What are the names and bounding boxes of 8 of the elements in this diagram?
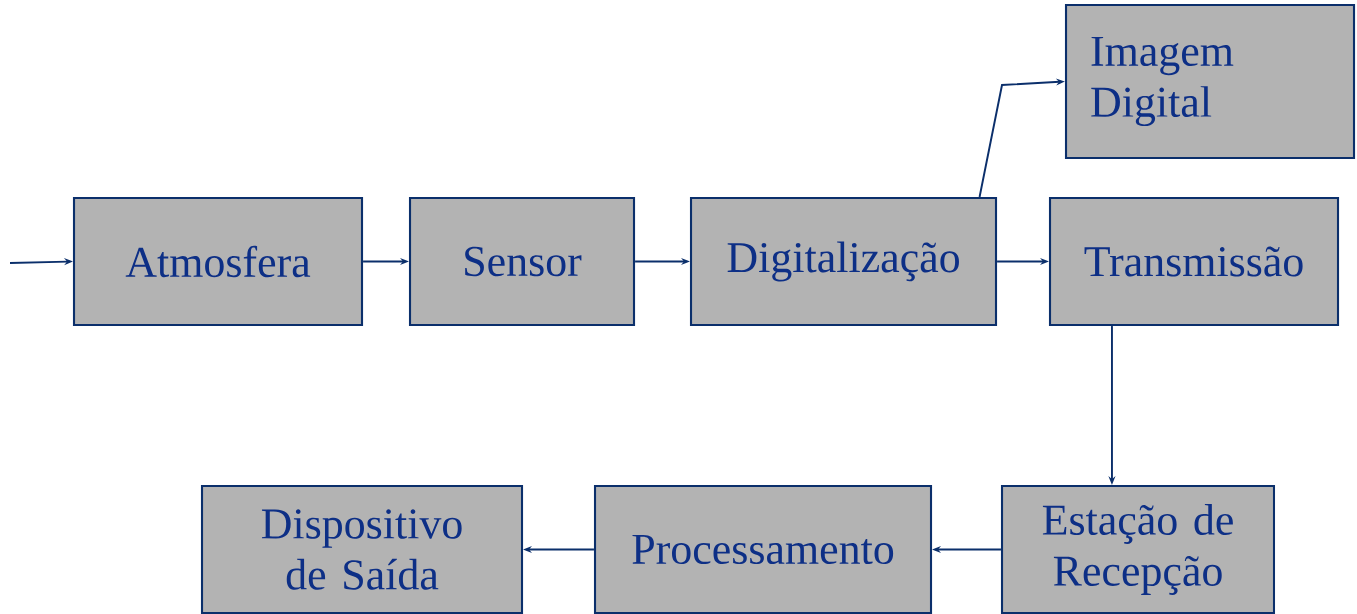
process-box: Estação de Recepção	[1000, 484, 1276, 614]
process-box: Sensor	[408, 196, 636, 327]
process-box: Digitalização	[689, 196, 998, 327]
process-box: Transmissão	[1048, 196, 1340, 327]
process-box: Processamento	[593, 484, 933, 614]
process-box: Dispositivo de Saída	[200, 484, 524, 614]
process-box: Atmosfera	[72, 196, 364, 327]
process-box: Imagem Digital	[1064, 3, 1356, 160]
